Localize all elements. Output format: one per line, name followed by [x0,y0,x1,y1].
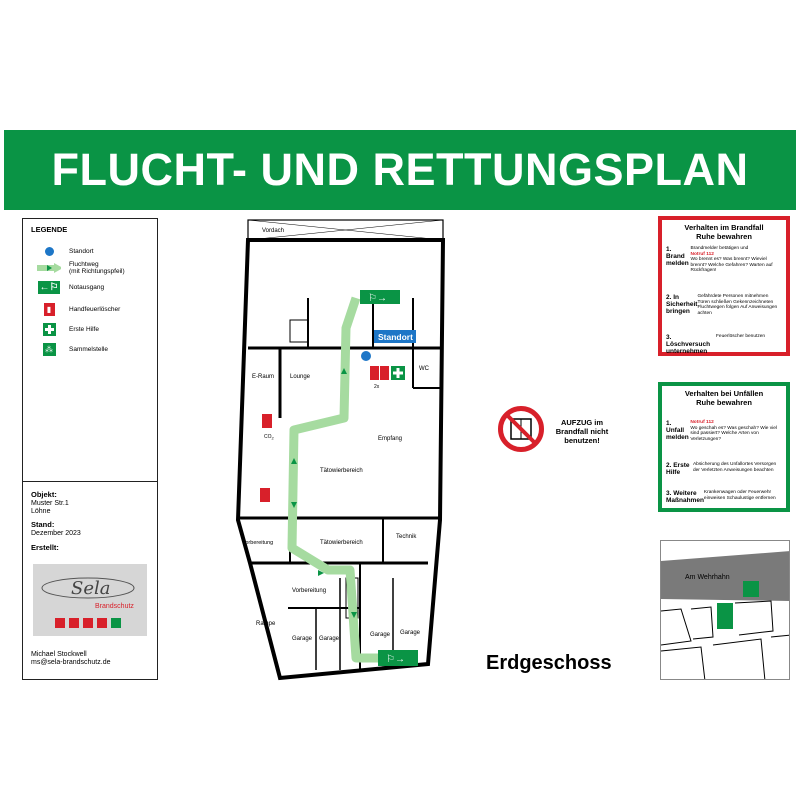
emergency-exit-icon: ←⚐ [38,281,60,294]
fire-extinguisher-icon [380,366,389,380]
stand-info: Stand: Dezember 2023 [31,521,81,538]
accident-step-3: 3. Weitere Maßnahmen Krankenwagen oder F… [666,490,776,504]
room-label: Vorbereitung [292,588,326,594]
floor-plan: Vordach ⚐→ ⚐→ Standort 2x CO2 E-Raum Lou… [235,219,446,681]
room-label: Vorbereitung [242,540,273,546]
legend-label-sub: (mit Richtungspfeil) [69,268,125,275]
room-label: Empfang [378,436,402,442]
room-label: Garage [319,636,340,642]
room-label: Garage [292,636,313,642]
co2-label: CO2 [264,434,275,441]
building-marker [717,603,733,629]
legend-item-fluchtweg: Fluchtweg(mit Richtungspfeil) [37,261,125,275]
fire-extinguisher-icon [370,366,379,380]
logo-script: Sela [71,578,110,599]
room-label: E-Raum [252,374,274,380]
object-info: Objekt: Muster Str.1 Löhne [31,491,69,516]
assembly-point-icon: ⁂ [42,343,56,356]
room-label: Lounge [290,374,311,380]
fire-extinguisher-icon [262,414,272,428]
object-city: Löhne [31,508,51,515]
author-name: Michael Stockwell [31,651,87,658]
room-label: Vordach [262,228,284,234]
accident-step-2: 2. Erste Hilfe Absicherung des Unfallort… [666,462,777,476]
legend-label: Fluchtweg [69,261,99,268]
room-label: Technik [396,534,417,540]
floor-name: Erdgeschoss [486,652,612,674]
escape-route-arrow-icon [37,263,61,273]
legend-label: Erste Hilfe [69,326,99,333]
legend-item-notausgang: ←⚐ Notausgang [37,281,104,294]
fire-extinguisher-icon: ▮ [43,303,55,316]
building-outline [235,238,446,681]
author-email: ms@sela-brandschutz.de [31,659,111,666]
title-banner: FLUCHT- UND RETTUNGSPLAN [4,130,796,210]
standort-label: Standort [378,332,413,342]
svg-text:⚐→: ⚐→ [386,654,405,665]
room-label: Garage [370,632,391,638]
legend-label: Handfeuerlöscher [69,306,121,313]
fire-step-3: 3. Löschversuch unternehmen Feuerlöscher… [666,334,766,355]
emergency-exit-icon [360,290,400,304]
object-label: Objekt: [31,490,57,499]
fire-step-1: 1. Brand melden Brandmelder betätigen un… [666,246,773,274]
site-minimap: Am Wehrhahn [660,540,790,680]
fire-extinguisher-icon [260,488,270,502]
legend-label: Notausgang [69,284,105,291]
location-dot-icon [361,351,371,361]
author-info: Michael Stockwell ms@sela-brandschutz.de [31,651,110,667]
room-label: Garage [400,630,421,636]
stand-label: Stand: [31,520,55,529]
legend-panel: LEGENDE Standort Fluchtweg(mit Richtungs… [22,218,158,680]
legend-item-feuerloescher: ▮ Handfeuerlöscher [37,303,120,316]
legend-title: LEGENDE [31,225,68,234]
street-label: Am Wehrhahn [685,574,730,581]
created-info: Erstellt: [31,544,59,553]
stand-value: Dezember 2023 [31,530,81,537]
fire-step-2: 2. In Sicherheit bringen Gefährdete Pers… [666,294,778,316]
assembly-point-icon [743,581,759,597]
room-label: Rampe [256,621,276,627]
standort-flag [374,330,416,343]
legend-item-standort: Standort [37,247,94,256]
extinguisher-count: 2x [374,384,380,390]
first-aid-icon [42,323,56,336]
no-elevator-icon [498,406,544,452]
room-label: WC [419,366,430,372]
page-title: FLUCHT- UND RETTUNGSPLAN [51,144,749,195]
legend-item-sammelstelle: ⁂ Sammelstelle [37,343,108,356]
location-dot-icon [44,247,54,256]
legend-label: Standort [69,248,94,255]
logo-sub: Brandschutz [95,603,134,610]
escape-route [287,296,378,663]
room-label: Tätowierbereich [320,540,363,546]
legend-divider [23,481,157,482]
legend-label: Sammelstelle [69,346,109,353]
object-street: Muster Str.1 [31,500,69,507]
room-label: Tätowierbereich [320,468,363,474]
emergency-exit-icon [378,650,418,666]
legend-item-erste-hilfe: Erste Hilfe [37,323,99,336]
company-logo: Sela Brandschutz [33,564,147,636]
svg-text:⚐→: ⚐→ [368,293,387,304]
created-label: Erstellt: [31,543,59,552]
